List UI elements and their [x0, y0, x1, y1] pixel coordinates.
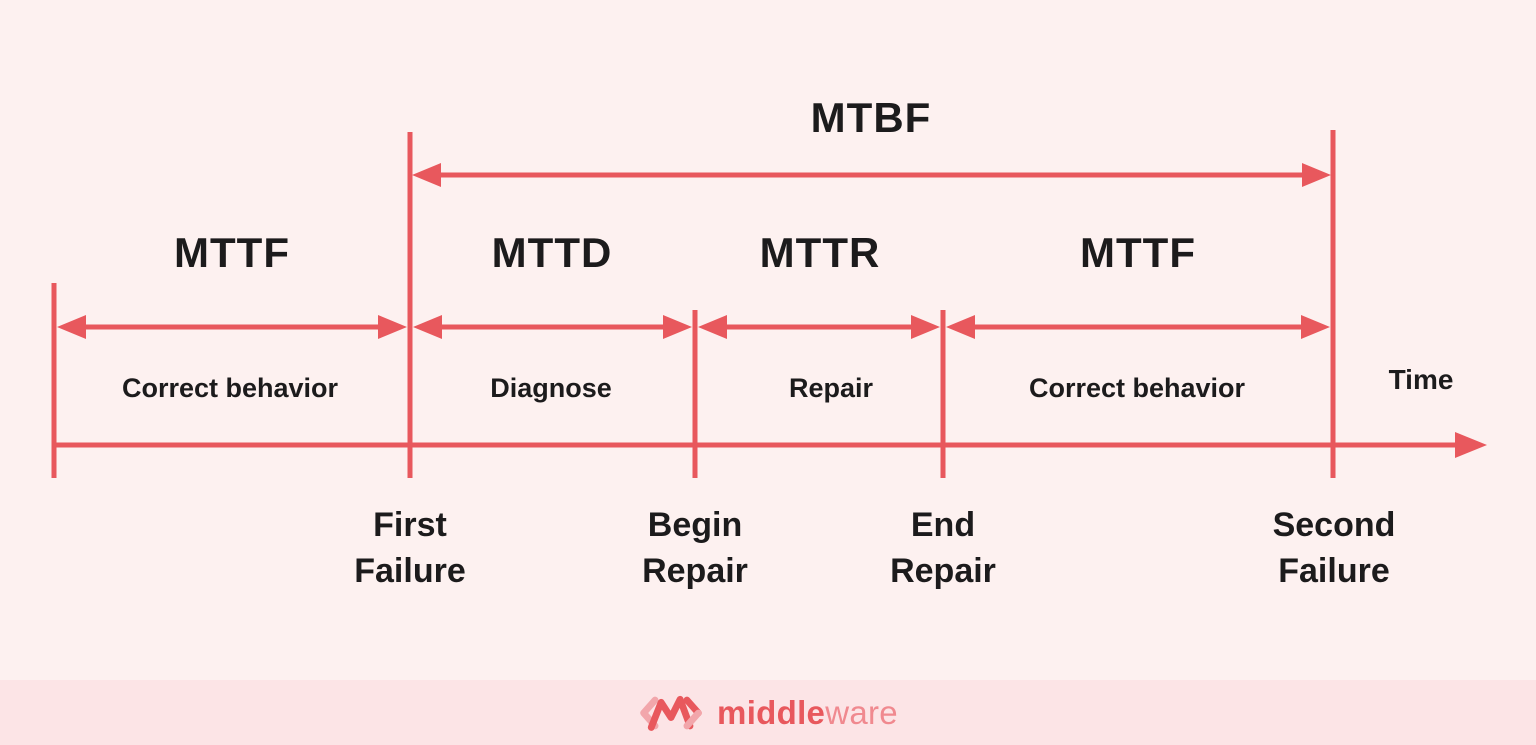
caption-correct-behavior-1: Correct behavior	[121, 373, 339, 403]
mtbf-label: MTBF	[810, 94, 932, 141]
mttr-label: MTTR	[759, 229, 881, 276]
caption-diagnose: Diagnose	[490, 373, 612, 403]
middleware-wordmark: middleware	[717, 696, 898, 729]
time-axis-arrowhead	[1455, 432, 1487, 458]
segment-arrow-mttr	[698, 315, 940, 339]
time-axis	[54, 432, 1487, 458]
mttd-label: MTTD	[491, 229, 613, 276]
segment-arrow-mttf-2	[946, 315, 1330, 339]
wordmark-ware: ware	[825, 694, 898, 731]
milestone-end-repair: End Repair	[890, 506, 996, 590]
time-axis-label: Time	[1388, 364, 1454, 395]
caption-repair: Repair	[788, 373, 874, 403]
caption-correct-behavior-2: Correct behavior	[1028, 373, 1246, 403]
wordmark-middle: middle	[717, 694, 826, 731]
segment-arrow-mttd	[413, 315, 692, 339]
milestone-begin-repair: Begin Repair	[642, 506, 748, 590]
footer-band: middleware	[0, 680, 1536, 745]
milestone-first-failure: First Failure	[354, 506, 466, 590]
mtbf-arrow	[412, 163, 1331, 187]
mttf2-label: MTTF	[1080, 229, 1196, 276]
milestone-second-failure: Second Failure	[1272, 506, 1396, 590]
mttf1-label: MTTF	[174, 229, 290, 276]
middleware-chevron-logo-icon	[640, 695, 702, 731]
segment-arrow-mttf-1	[57, 315, 407, 339]
